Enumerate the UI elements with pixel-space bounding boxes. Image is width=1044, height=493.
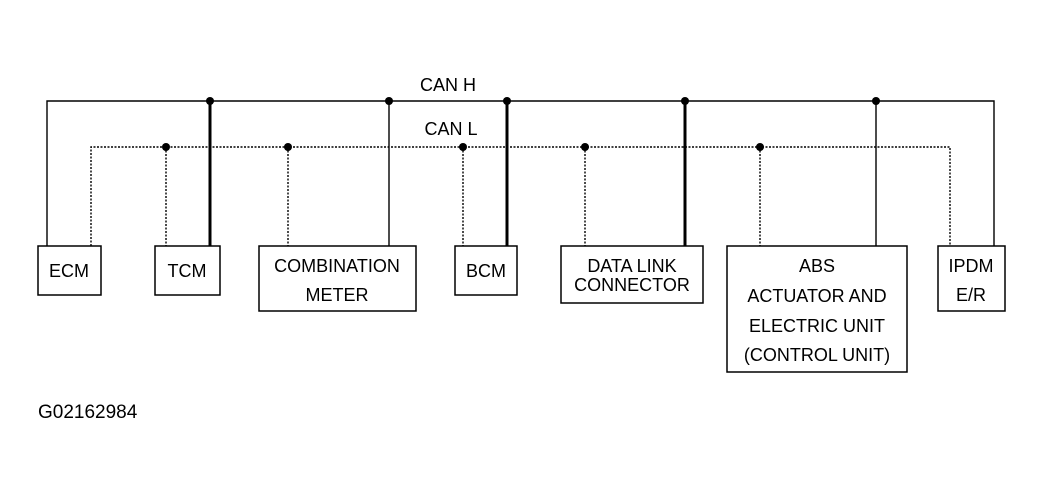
ipdm-label-line2: E/R — [956, 285, 986, 305]
tcm-label: TCM — [168, 261, 207, 281]
abs-label-line4: (CONTROL UNIT) — [744, 345, 890, 365]
reference-code: G02162984 — [38, 402, 138, 423]
data-link-connector-label-line2: CONNECTOR — [574, 275, 690, 295]
abs-label-line2: ACTUATOR AND — [747, 286, 886, 306]
can-h-label: CAN H — [420, 75, 476, 95]
data-link-connector-label-line1: DATA LINK — [587, 256, 676, 276]
ipdm-label-line1: IPDM — [949, 256, 994, 276]
ecm-label: ECM — [49, 261, 89, 281]
ipdm-module: IPDM E/R — [937, 245, 1006, 312]
abs-actuator-module: ABS ACTUATOR AND ELECTRIC UNIT (CONTROL … — [726, 245, 908, 373]
can-l-label: CAN L — [424, 119, 477, 139]
combination-meter-module: COMBINATION METER — [258, 245, 417, 312]
combination-meter-label-line1: COMBINATION — [274, 256, 400, 276]
bcm-module: BCM — [454, 245, 518, 296]
can-l-bus — [90, 143, 951, 246]
can-h-bus — [46, 97, 995, 246]
bcm-label: BCM — [466, 261, 506, 281]
ecm-module: ECM — [37, 245, 102, 296]
data-link-connector-module: DATA LINK CONNECTOR — [560, 245, 704, 304]
abs-label-line3: ELECTRIC UNIT — [749, 316, 885, 336]
tcm-module: TCM — [154, 245, 221, 296]
abs-label-line1: ABS — [799, 256, 835, 276]
combination-meter-label-line2: METER — [306, 285, 369, 305]
